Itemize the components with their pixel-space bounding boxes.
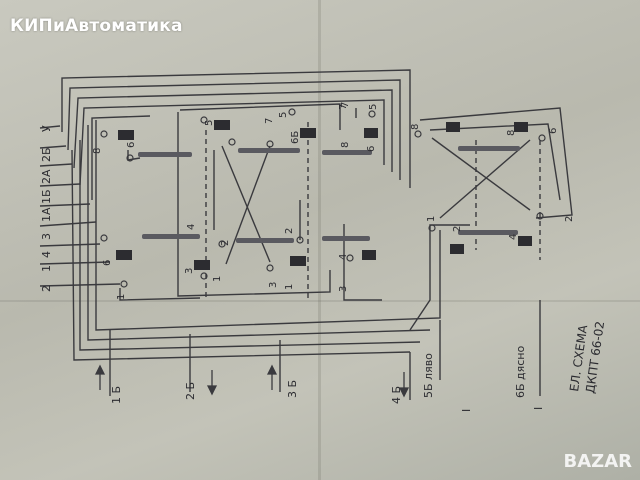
contact-number: 2 bbox=[452, 226, 463, 232]
bottom-label: 4 Б bbox=[390, 386, 403, 404]
contact-number: 6 bbox=[126, 142, 137, 148]
paper-fold-horizontal bbox=[0, 300, 640, 302]
contact-number: 2 bbox=[284, 228, 295, 234]
terminal-label: 1А bbox=[40, 207, 53, 222]
terminal-label: 1 bbox=[40, 265, 53, 272]
contact-number: 3 bbox=[338, 286, 349, 292]
terminal-circles bbox=[100, 108, 546, 288]
contact-number: 8 bbox=[506, 130, 517, 136]
contact-number: 6 bbox=[366, 146, 377, 152]
contact-number: 6Б bbox=[290, 131, 301, 144]
contact-number: 4 bbox=[338, 254, 349, 260]
bottom-labels: 1 Б 2 Б 3 Б 4 Б 5Б ляво 6Б дясно I I bbox=[110, 345, 545, 412]
bottom-mark: I bbox=[460, 409, 473, 412]
contact-number: 5 bbox=[368, 104, 379, 110]
coil-marks bbox=[116, 120, 532, 270]
stamp-block: ЕЛ. СХЕМА ДКПТ 66-02 bbox=[567, 320, 607, 394]
terminal-label: 2Б bbox=[40, 147, 53, 162]
bottom-label: 3 Б bbox=[286, 380, 299, 398]
contact-number: 3 bbox=[268, 282, 279, 288]
bottom-label: 5Б ляво bbox=[422, 353, 435, 398]
terminal-label: 3 bbox=[40, 233, 53, 240]
contact-number: 2 bbox=[220, 240, 231, 246]
contact-number: 8 bbox=[410, 124, 421, 130]
contact-number: 3 bbox=[184, 268, 195, 274]
contact-number: 7 bbox=[338, 104, 349, 110]
terminal-label: 2 bbox=[40, 285, 53, 292]
contact-number-labels: 8 6 7 5 3 4 1 2 6Б 7 5 8 6 4 3 2 1 8 6 2… bbox=[92, 102, 575, 300]
terminal-label: У bbox=[40, 125, 53, 132]
contact-number: 5 bbox=[204, 120, 215, 126]
contact-number: 5 bbox=[278, 112, 289, 118]
bottom-label: 6Б дясно bbox=[514, 345, 527, 398]
contact-number: 4 bbox=[508, 234, 519, 240]
corner-logo: BAZAR bbox=[563, 451, 633, 472]
contact-number: 2 bbox=[564, 216, 575, 222]
contact-number: 1 bbox=[116, 294, 127, 300]
direction-arrows bbox=[94, 364, 410, 398]
contact-number: 8 bbox=[92, 148, 103, 154]
wire-lines bbox=[39, 69, 573, 400]
contact-bars bbox=[138, 146, 520, 243]
bottom-mark: I bbox=[532, 407, 545, 410]
contact-number: 6 bbox=[548, 128, 559, 134]
bottom-label: 2 Б bbox=[184, 382, 197, 400]
contact-number: 1 bbox=[212, 276, 223, 282]
terminal-label: 4 bbox=[40, 251, 53, 258]
contact-number: 7 bbox=[264, 118, 275, 124]
contact-number: 4 bbox=[186, 224, 197, 230]
bottom-label: 1 Б bbox=[110, 386, 123, 404]
paper-fold-vertical bbox=[318, 0, 321, 480]
terminal-label: 2А bbox=[40, 169, 53, 184]
left-terminal-labels: У 2Б 2А 1Б 1А 3 4 1 2 bbox=[40, 125, 53, 292]
contact-number: 1 bbox=[426, 216, 437, 222]
watermark-text: КИПиАвтоматика bbox=[10, 16, 183, 36]
terminal-label: 1Б bbox=[40, 189, 53, 204]
contact-number: 1 bbox=[284, 284, 295, 290]
contact-number: 6 bbox=[102, 260, 113, 266]
contact-number: 8 bbox=[340, 142, 351, 148]
contact-number: 7 bbox=[340, 102, 351, 108]
